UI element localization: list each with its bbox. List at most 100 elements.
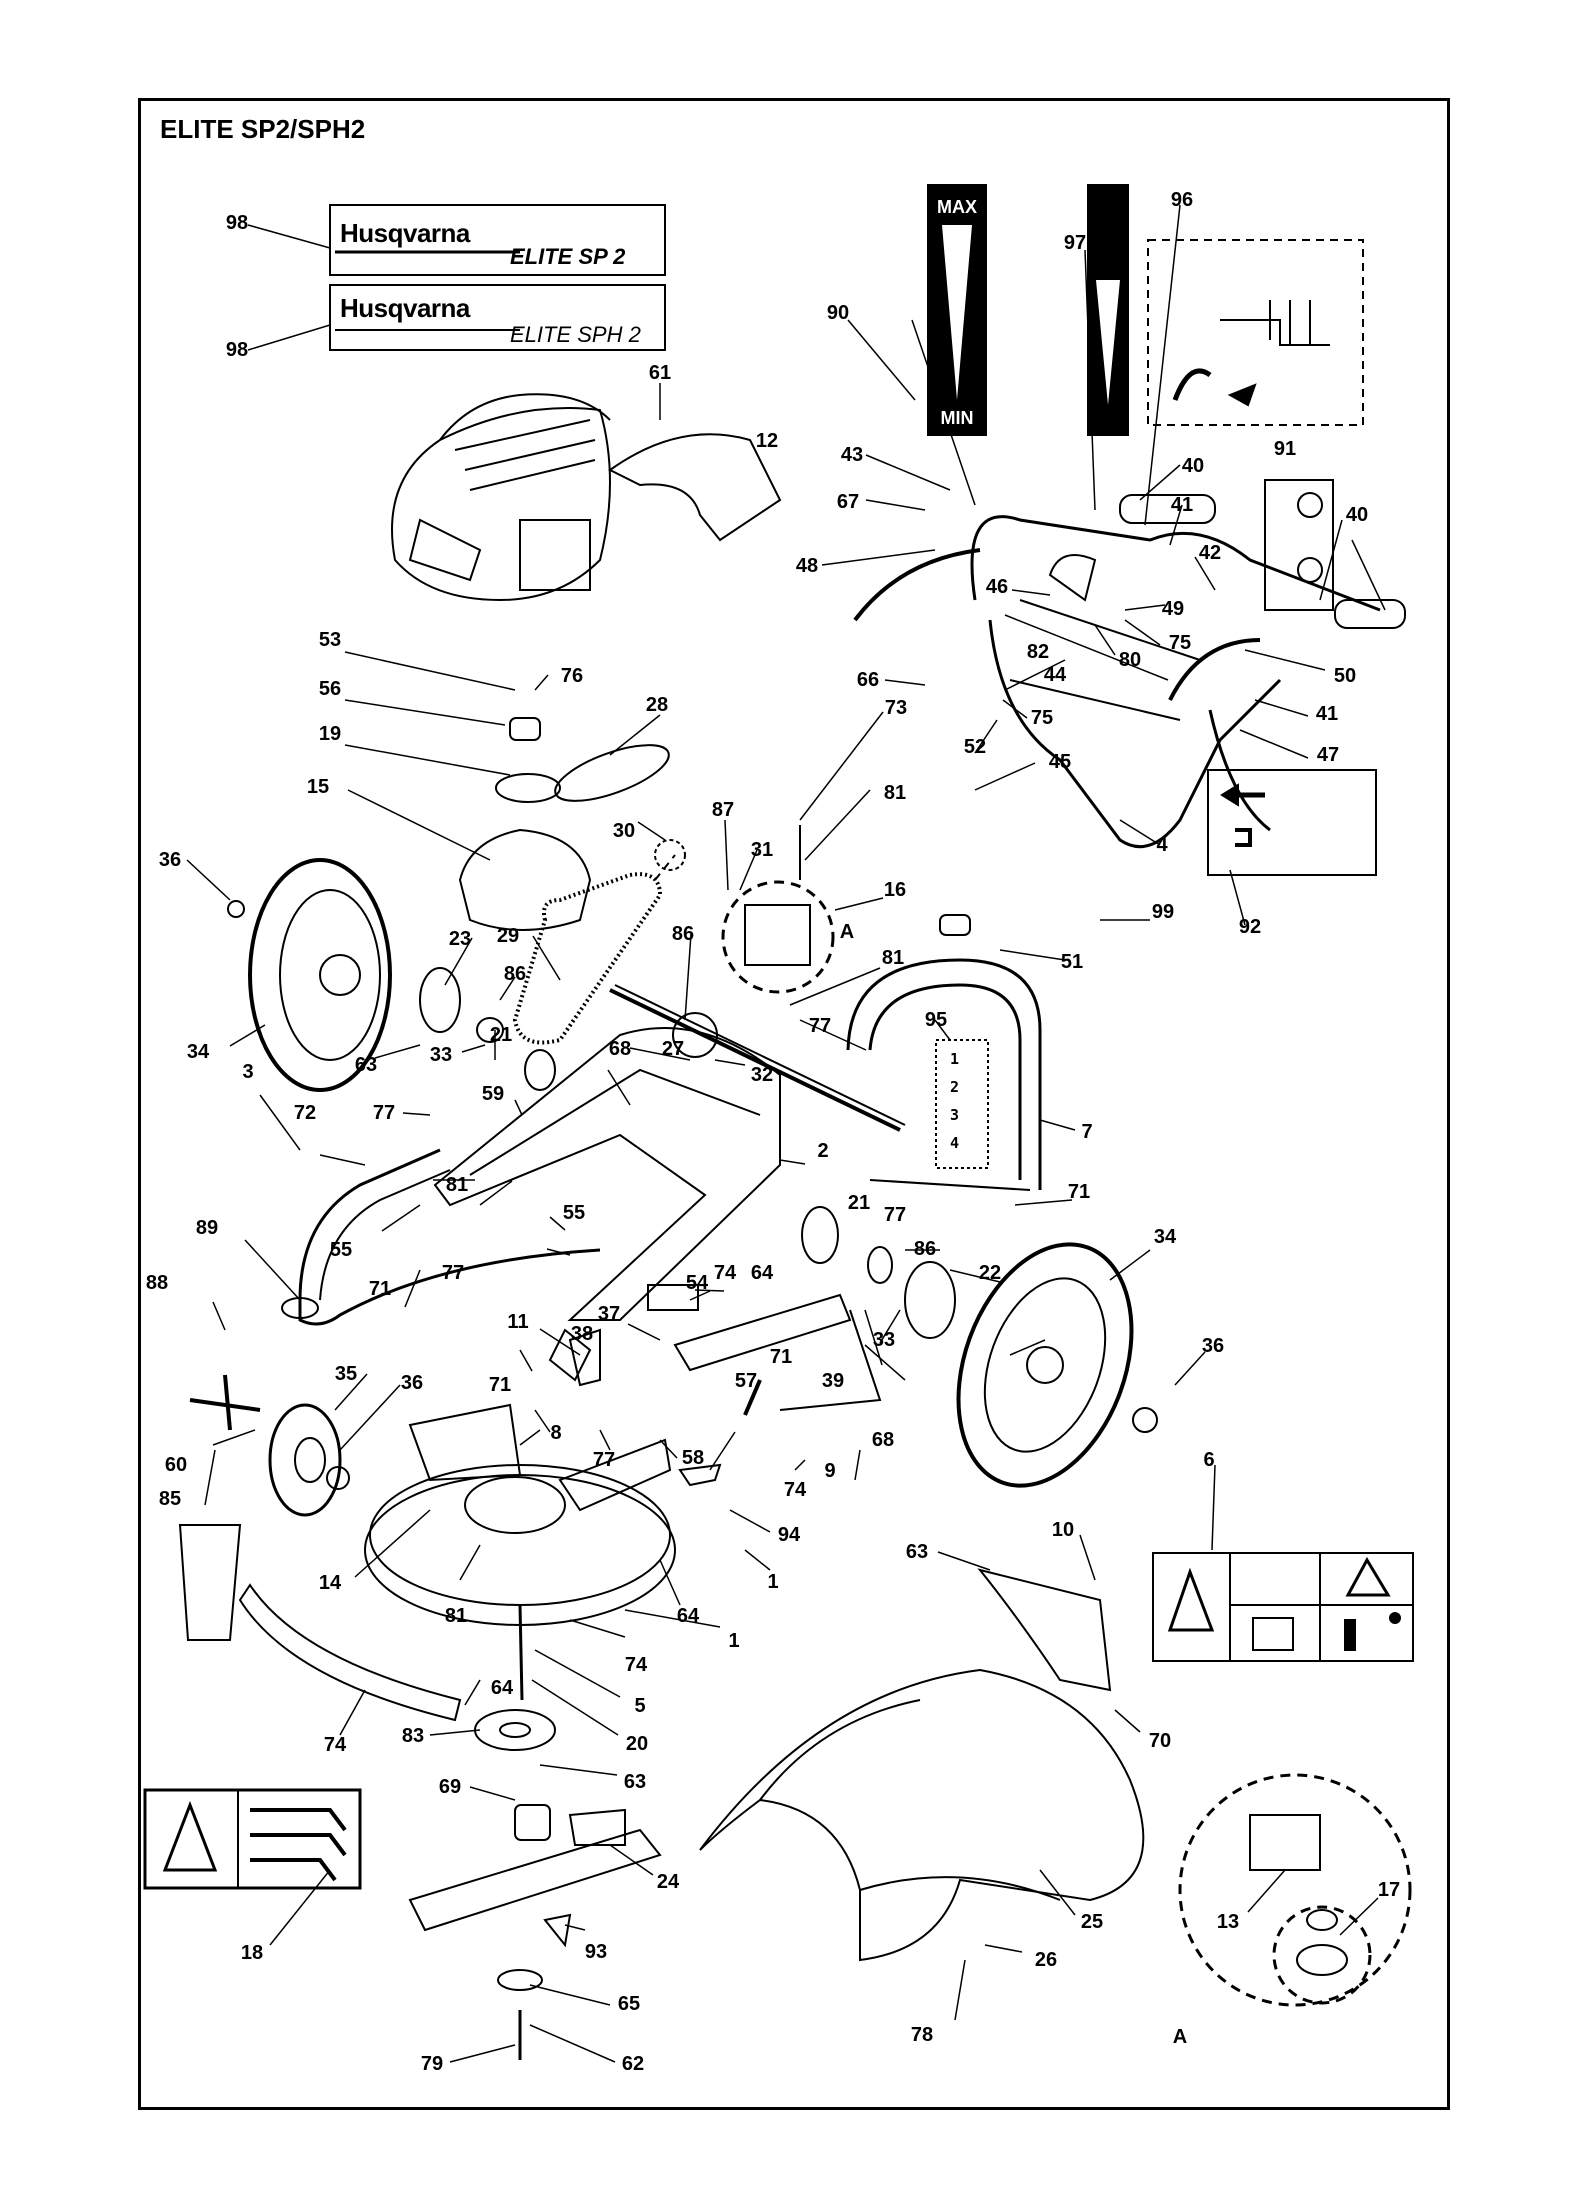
- callout-82: 82: [1026, 641, 1050, 663]
- callout-63: 10: [1051, 1519, 1075, 1541]
- detail-a-label: A: [1172, 2026, 1188, 2048]
- callout-86: 86: [503, 963, 527, 985]
- callout-22: 22: [978, 1262, 1002, 1284]
- lower-handle: [846, 958, 1042, 1190]
- callout-6: 85: [158, 1488, 182, 1510]
- callout-74: 9: [824, 1460, 836, 1482]
- callout-59: 59: [481, 1083, 505, 1105]
- callout-71: 71: [368, 1278, 392, 1300]
- callout-41: 41: [1170, 494, 1194, 516]
- callout-55: 55: [562, 1202, 586, 1224]
- callout-50: 50: [1333, 665, 1357, 687]
- pulley-cover: [458, 828, 592, 931]
- callout-4: 4: [1156, 834, 1168, 856]
- decal-sph2: [329, 284, 666, 351]
- callout-54: 54: [685, 1272, 709, 1294]
- callout-23: 23: [448, 928, 472, 950]
- rear-axle: [609, 988, 901, 1132]
- callout-94: 6: [1203, 1449, 1215, 1471]
- speed-key-3: 3: [950, 1106, 960, 1124]
- callout-81: 14: [318, 1572, 342, 1594]
- callout-33: 33: [872, 1329, 896, 1351]
- callout-19: 19: [318, 723, 342, 745]
- callout-81: 81: [883, 782, 907, 804]
- callout-33: 33: [429, 1044, 453, 1066]
- rear-wheel-left: [248, 858, 392, 1092]
- callout-75: 75: [1030, 707, 1054, 729]
- callout-7: 7: [1081, 1121, 1093, 1143]
- callout-14: 63: [905, 1541, 929, 1563]
- callout-34: 34: [186, 1041, 210, 1063]
- callout-77: 77: [808, 1015, 832, 1037]
- engine: [391, 407, 611, 602]
- handle-instruction-decal: [1147, 239, 1364, 426]
- callout-25: 24: [656, 1871, 680, 1893]
- callout-88: 88: [145, 1272, 169, 1294]
- callout-36: 36: [400, 1372, 424, 1394]
- decal-sph2-brand: Husqvarna: [340, 293, 470, 323]
- callout-58: 77: [592, 1449, 616, 1471]
- callout-69: 63: [623, 1771, 647, 1793]
- callout-86: 86: [913, 1238, 937, 1260]
- gauge-max-label: MAX: [937, 197, 977, 217]
- callout-96: 96: [1170, 189, 1194, 211]
- callout-56: 56: [318, 678, 342, 700]
- callout-31: 31: [750, 839, 774, 861]
- callout-74: 64: [490, 1677, 514, 1699]
- callout-28: 28: [645, 694, 669, 716]
- callout-77: 8: [550, 1422, 562, 1444]
- callout-40: 40: [1345, 504, 1369, 526]
- callout-78: 65: [617, 1993, 641, 2015]
- callout-68: 68: [608, 1038, 632, 1060]
- callout-53: 53: [318, 629, 342, 651]
- callout-55: 55: [329, 1239, 353, 1261]
- callout-67: 67: [836, 491, 860, 513]
- front-wheel: [268, 1403, 342, 1517]
- detail-a-circle: [1178, 1773, 1412, 2007]
- callout-81: 81: [881, 947, 905, 969]
- speed-key-decal: [935, 1039, 989, 1169]
- callout-86: 86: [671, 923, 695, 945]
- stop-decal: [1264, 479, 1334, 611]
- callout-13: 25: [1080, 1911, 1104, 1933]
- callout-36: 36: [158, 849, 182, 871]
- rear-cover: [699, 1668, 1145, 1962]
- blade-warning-decal: [143, 1788, 362, 1890]
- callout-97: 97: [1063, 232, 1087, 254]
- callout-18: 17: [1377, 1879, 1401, 1901]
- callout-64: 64: [750, 1262, 774, 1284]
- callout-77: 77: [441, 1262, 465, 1284]
- cutting-deck: [364, 1474, 676, 1626]
- callout-37: 37: [597, 1303, 621, 1325]
- callout-89: 89: [195, 1217, 219, 1239]
- callout-61: 61: [648, 362, 672, 384]
- callout-99: 99: [1151, 901, 1175, 923]
- callout-72: 72: [293, 1102, 317, 1124]
- callout-85: 74: [783, 1479, 807, 1501]
- leader-lines: [186, 204, 1386, 2063]
- side-deflector: [178, 1524, 242, 1641]
- decal-sp2: [329, 204, 666, 276]
- gearbox-detail-circle: [721, 880, 835, 994]
- diagram-frame: [138, 98, 1450, 2110]
- drive-belt: [554, 744, 670, 802]
- callout-16: 16: [883, 879, 907, 901]
- callout-32: 32: [750, 1064, 774, 1086]
- speed-decal: [1207, 769, 1377, 876]
- callout-47: 47: [1316, 744, 1340, 766]
- callout-64: 74: [624, 1654, 648, 1676]
- callout-42: 42: [1198, 542, 1222, 564]
- callout-46: 46: [985, 576, 1009, 598]
- callout-8: 60: [164, 1454, 188, 1476]
- callout-17: 13: [1216, 1911, 1240, 1933]
- callout-77: 77: [883, 1204, 907, 1226]
- callout-83: 5: [634, 1695, 646, 1717]
- discharge-guard: [977, 1568, 1112, 1692]
- callout-44: 44: [1043, 664, 1067, 686]
- cutting-blade: [408, 1828, 662, 1932]
- callout-5: 74: [323, 1734, 347, 1756]
- callout-51: 51: [1060, 951, 1084, 973]
- rear-wheel-right: [956, 1242, 1134, 1488]
- drive-chain: [512, 872, 663, 1045]
- callout-27: 27: [661, 1038, 685, 1060]
